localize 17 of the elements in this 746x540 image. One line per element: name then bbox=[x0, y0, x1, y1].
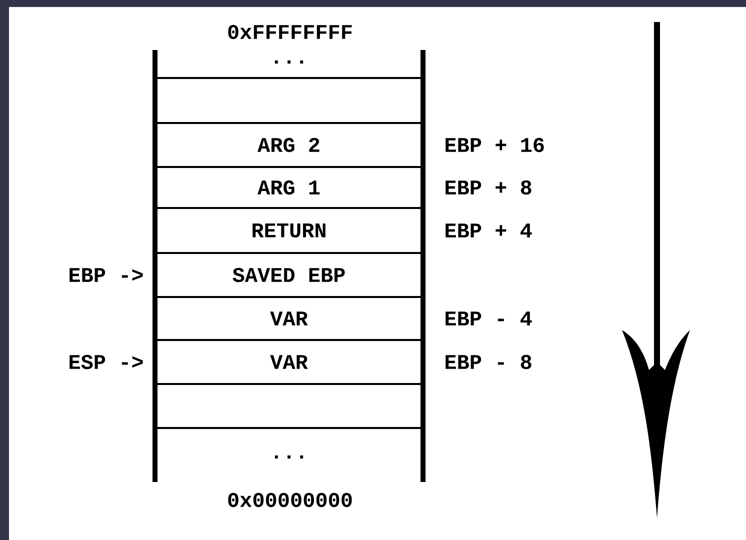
offset-label: EBP + 16 bbox=[446, 138, 544, 152]
offset-label: EBP - 4 bbox=[446, 312, 532, 326]
stack-cell: VAR bbox=[155, 312, 423, 341]
stack-cell: ... bbox=[274, 455, 304, 459]
pointer-label: EBP -> bbox=[70, 268, 143, 282]
offset-label: EBP - 8 bbox=[446, 354, 532, 370]
offset-label: EBP + 4 bbox=[446, 224, 532, 238]
address-label: 0x00000000 bbox=[228, 492, 352, 508]
address-label: 0xFFFFFFFF bbox=[228, 24, 352, 40]
stack-cell: ... bbox=[155, 60, 423, 79]
pointer-label: ESP -> bbox=[70, 354, 143, 370]
stack-cell: ARG 1 bbox=[155, 180, 423, 209]
stack-cell: RETURN bbox=[155, 223, 423, 254]
stack-cell: ARG 2 bbox=[155, 138, 423, 168]
stack-cell: VAR bbox=[155, 355, 423, 385]
stack-cell: SAVED EBP bbox=[155, 268, 423, 298]
offset-label: EBP + 8 bbox=[446, 180, 532, 195]
